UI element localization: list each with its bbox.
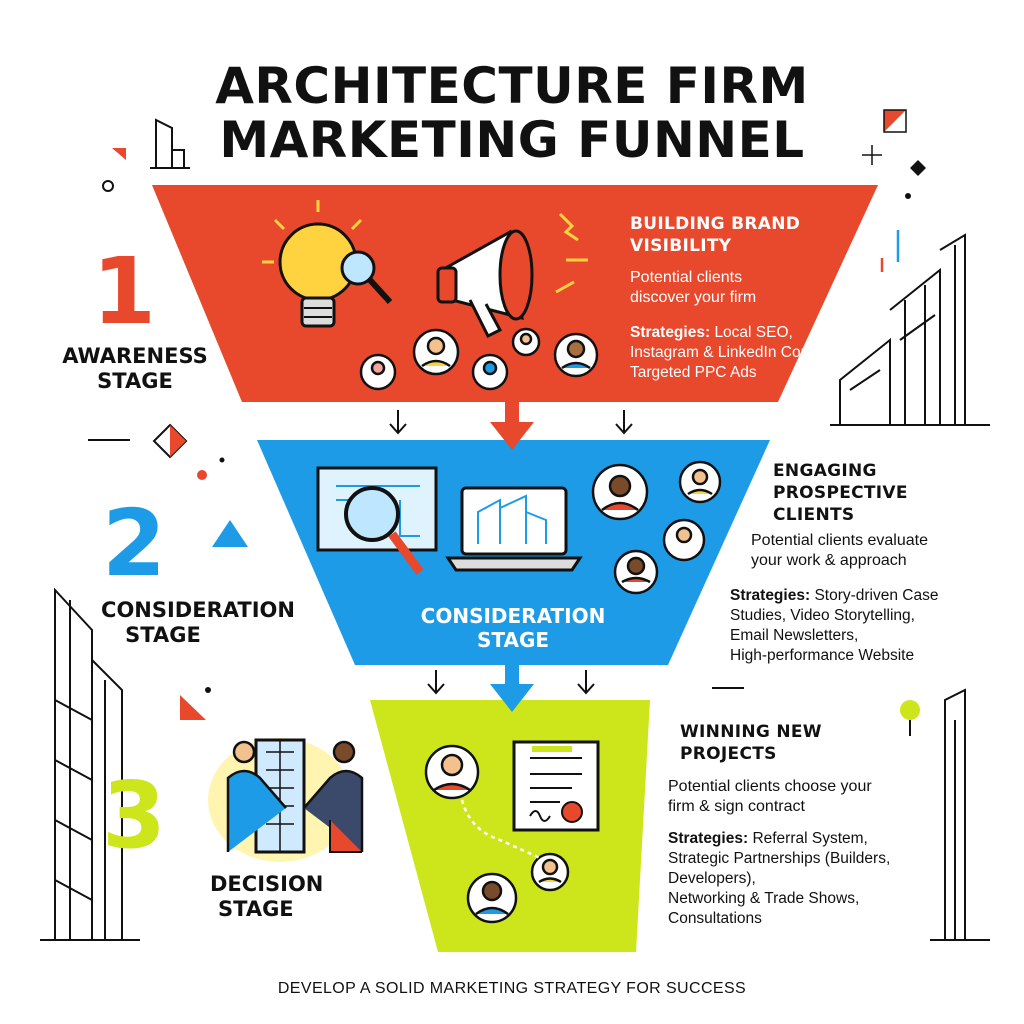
people-icon	[591, 460, 722, 595]
stage-3-label-line-1: DECISION	[210, 872, 324, 896]
stage-2-strategies-line-3: Email Newsletters,	[730, 627, 859, 644]
title-line-1: ARCHITECTURE FIRM	[215, 57, 809, 115]
stage-2-strategies-line-2: Studies, Video Storytelling,	[730, 607, 915, 624]
stage-1-strategies-line-2: Instagram & LinkedIn Content,	[630, 344, 840, 361]
laptop-icon	[445, 486, 583, 572]
people-icon	[359, 327, 599, 391]
skyline-right-decoration	[830, 233, 990, 941]
building-outline-icon	[150, 118, 190, 169]
stage-1-heading-line-1: BUILDING BRAND	[630, 214, 801, 234]
stage-1-description-line-1: Potential clients	[630, 269, 743, 286]
title-line-2: MARKETING FUNNEL	[219, 111, 805, 169]
stage-3-heading-line-2: PROJECTS	[680, 744, 777, 764]
strategies-prefix: Strategies:	[630, 324, 711, 341]
stage-3-strategies-line-3: Developers),	[668, 870, 756, 887]
strategy-text: Local SEO,	[714, 324, 793, 341]
stage-3-heading-line-1: WINNING NEW	[680, 722, 822, 742]
stage-1-label-line-1: AWARENESS	[62, 344, 208, 368]
stage-3-description-line-1: Potential clients choose your	[668, 778, 872, 795]
contract-icon	[512, 740, 600, 832]
handshake-icon	[208, 738, 364, 862]
strategy-text: Referral System,	[752, 830, 868, 847]
lightbulb-icon	[262, 200, 363, 328]
stage-1-description-line-2: discover your firm	[630, 289, 757, 306]
stage-2-heading-line-1: ENGAGING	[773, 461, 877, 481]
consideration-inner-label-line-1: CONSIDERATION	[420, 604, 606, 628]
strategy-text: Story-driven Case	[814, 587, 939, 604]
stage-2-strategies-line-1: Strategies: Story-driven Case	[730, 586, 938, 605]
megaphone-icon	[436, 212, 588, 339]
stage-3-label-line-2: STAGE	[218, 897, 294, 921]
stage-2-label-line-2: STAGE	[125, 623, 201, 647]
stage-1-heading-line-2: VISIBILITY	[630, 236, 732, 256]
stage-1-label-line-2: STAGE	[97, 369, 173, 393]
stage-2-heading-line-3: CLIENTS	[773, 505, 855, 525]
people-icon	[424, 744, 570, 924]
stage-3-strategies-line-2: Strategic Partnerships (Builders,	[668, 850, 891, 867]
stage-3-strategies-line-5: Consultations	[668, 910, 762, 927]
flow-arrows	[389, 402, 633, 712]
stage-3-strategies-line-1: Strategies: Referral System,	[668, 829, 868, 848]
footer-tagline: DEVELOP A SOLID MARKETING STRATEGY FOR S…	[277, 980, 747, 997]
stage-2-number: 2	[102, 490, 167, 597]
stage-3-strategies-line-4: Networking & Trade Shows,	[668, 890, 860, 907]
stage-2-description-line-1: Potential clients evaluate	[751, 532, 928, 549]
strategies-prefix: Strategies:	[668, 830, 749, 847]
magnifier-icon	[340, 250, 393, 305]
stage-1-strategies-line-1: Strategies: Local SEO,	[630, 323, 793, 342]
stage-3-description-line-2: firm & sign contract	[668, 798, 805, 815]
stage-2-label-line-1: CONSIDERATION	[101, 598, 295, 622]
consideration-inner-label-line-2: STAGE	[476, 628, 550, 652]
stage-3-number: 3	[102, 762, 167, 869]
stage-2-heading-line-2: PROSPECTIVE	[773, 483, 908, 503]
stage-2-description-line-2: your work & approach	[751, 552, 907, 569]
magnifier-icon	[344, 486, 424, 575]
stage-1-number: 1	[92, 238, 157, 345]
stage-1-strategies-line-3: Targeted PPC Ads	[630, 364, 757, 381]
stage-2-strategies-line-4: High-performance Website	[730, 647, 915, 664]
skyline-left-decoration	[40, 587, 140, 941]
strategies-prefix: Strategies:	[730, 587, 811, 604]
